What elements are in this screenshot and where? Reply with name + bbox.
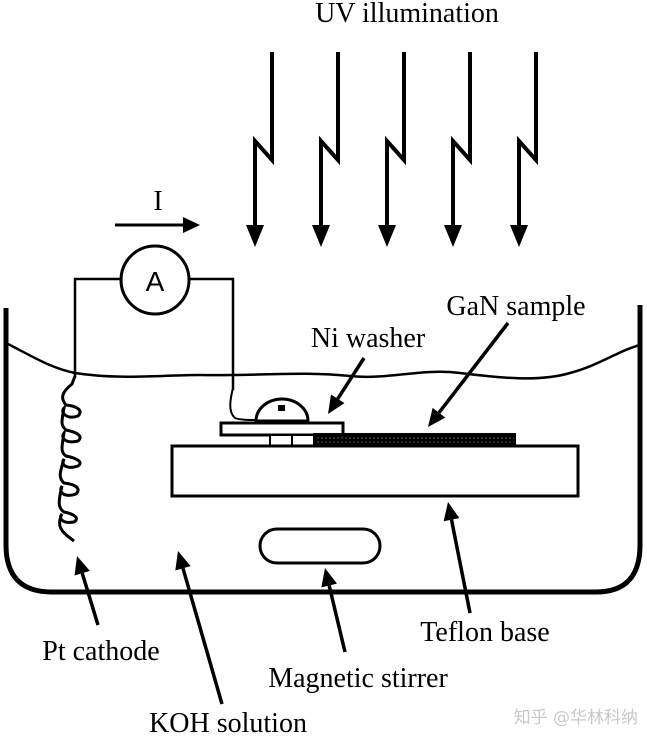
current-arrow-icon	[115, 217, 200, 233]
pt-cathode-coil	[57, 375, 82, 543]
uv-arrows	[246, 52, 538, 247]
pt-cathode-pointer	[74, 556, 100, 626]
uv-arrow-icon	[510, 52, 538, 247]
uv-illumination-label: UV illumination	[315, 0, 499, 29]
ammeter: A	[119, 244, 191, 316]
ni-washer-pointer	[328, 357, 366, 414]
watermark: 知乎 @华林科纳	[514, 708, 638, 728]
teflon-base	[170, 444, 580, 498]
gan-sample	[313, 433, 516, 447]
pointer-arrows	[74, 321, 510, 705]
pt-cathode-label: Pt cathode	[42, 636, 159, 667]
ni-washer-label: Ni washer	[311, 323, 426, 354]
circuit-wire	[73, 277, 235, 390]
ni-washer	[219, 397, 345, 447]
anode-wire	[229, 387, 259, 421]
uv-arrow-icon	[378, 52, 406, 247]
koh-solution-pointer	[175, 551, 224, 705]
uv-arrow-icon	[312, 52, 340, 247]
gan-sample-pointer	[428, 321, 510, 427]
koh-liquid-surface	[5, 341, 641, 380]
magnetic-stirrer-pointer	[321, 568, 347, 653]
teflon-base-label: Teflon base	[420, 617, 549, 648]
uv-arrow-icon	[246, 52, 274, 247]
koh-solution-label: KOH solution	[149, 708, 307, 737]
teflon-base-pointer	[443, 502, 472, 614]
ammeter-label: A	[146, 266, 165, 297]
current-label: I	[153, 186, 162, 217]
magnetic-stirrer	[258, 527, 382, 565]
beaker	[3, 305, 643, 595]
magnetic-stirrer-label: Magnetic stirrer	[268, 663, 448, 694]
uv-arrow-icon	[444, 52, 472, 247]
gan-sample-label: GaN sample	[446, 291, 585, 322]
